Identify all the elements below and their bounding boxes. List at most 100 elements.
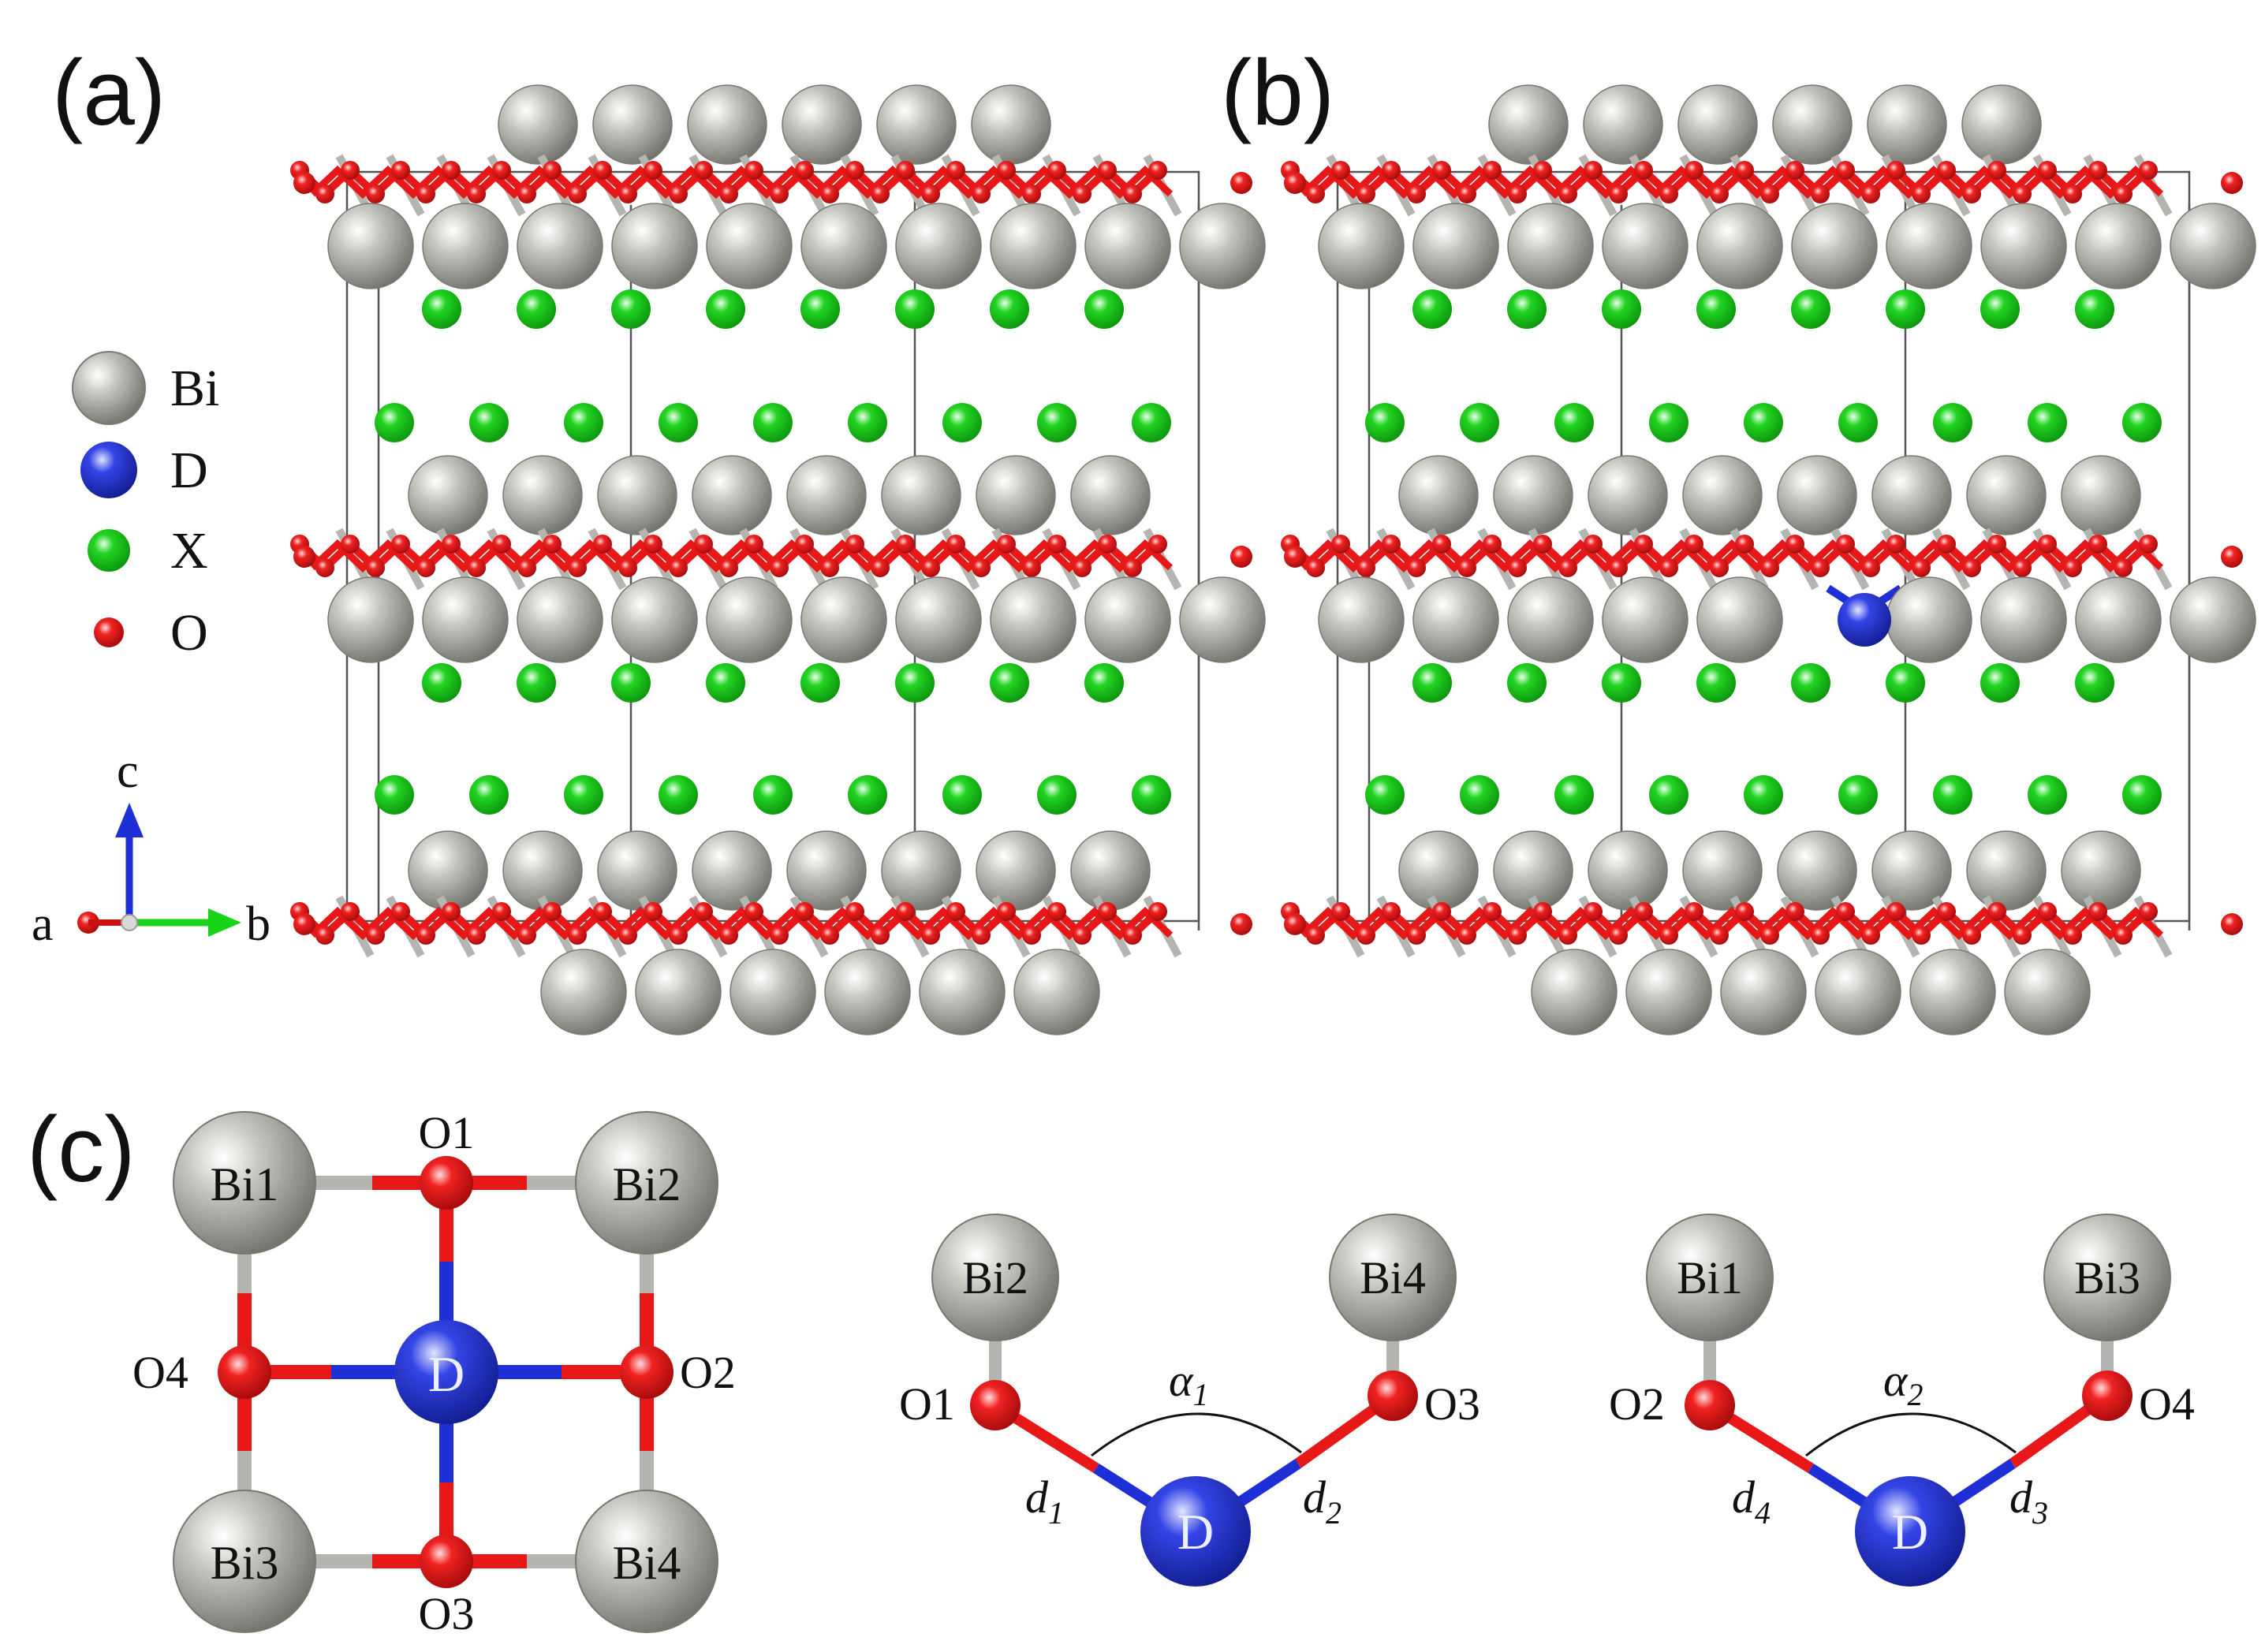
crystal-structure-b <box>1281 84 2256 1035</box>
bi-atom <box>1682 455 1763 535</box>
x-atom <box>422 289 461 329</box>
x-atom <box>1037 403 1077 442</box>
bi-atom <box>1412 576 1499 663</box>
x-atom <box>1933 775 1972 815</box>
o-atom <box>1123 926 1142 945</box>
o-atom <box>341 902 360 921</box>
o-atom <box>1508 926 1527 945</box>
o-atom <box>972 185 991 203</box>
crystal-structure-a <box>290 84 1266 1035</box>
o-atom <box>1230 546 1252 568</box>
chain1-angle-label: α1 <box>1169 1355 1208 1412</box>
o-atom <box>744 535 763 554</box>
o-atom <box>568 926 587 945</box>
o-atom <box>1962 926 1981 945</box>
bi-atom <box>1966 455 2047 535</box>
o-atom <box>2063 926 2082 945</box>
bi-atom <box>1867 84 1947 165</box>
o-atom <box>946 902 965 921</box>
o-atom <box>2088 902 2107 921</box>
bi-atom <box>2075 576 2162 663</box>
x-atom <box>2028 775 2067 815</box>
bi-atom <box>1398 830 1479 911</box>
bi-atom <box>2075 203 2162 289</box>
x-atom <box>659 775 698 815</box>
x-atom <box>375 775 414 815</box>
x-atom <box>1980 289 2020 329</box>
o-atom <box>694 535 713 554</box>
o-atom <box>1073 185 1091 203</box>
bi-atom <box>1507 576 1594 663</box>
o-atom <box>1533 902 1552 921</box>
x-layer <box>422 663 1124 703</box>
bi-atom <box>2061 830 2141 911</box>
bi-atom <box>422 203 509 289</box>
chain2-bi-right <box>2043 1214 2171 1341</box>
bi-atom <box>1602 203 1688 289</box>
o-atom <box>1407 926 1426 945</box>
label-bi1: Bi1 <box>211 1158 279 1210</box>
x-atom <box>753 403 793 442</box>
o-atom <box>1284 172 1306 194</box>
o-atom <box>1148 535 1167 554</box>
label-o4: O4 <box>132 1347 188 1398</box>
x-atom <box>800 663 840 703</box>
bi-atom <box>2004 949 2091 1035</box>
o-atom <box>997 161 1016 180</box>
atom-o4 <box>218 1345 271 1399</box>
o-atom <box>2139 161 2158 180</box>
x-atom <box>1886 663 1925 703</box>
x-atom <box>469 775 509 815</box>
chain1-bi-left <box>931 1214 1059 1341</box>
o-atom <box>1284 913 1306 935</box>
chain2-o-left <box>1685 1380 1735 1430</box>
o-atom <box>1861 926 1880 945</box>
x-atom <box>1980 663 2020 703</box>
x-atom <box>564 775 603 815</box>
o-atom <box>1432 161 1451 180</box>
x-atom <box>1365 775 1405 815</box>
o-atom <box>1886 161 1905 180</box>
bi-atom <box>1583 84 1663 165</box>
o-atom <box>618 185 637 203</box>
o-atom <box>618 558 637 577</box>
o-atom <box>293 546 315 568</box>
bi-atom <box>730 949 816 1035</box>
x-atom <box>1933 403 1972 442</box>
o-atom <box>795 161 814 180</box>
legend: Bi D X O <box>72 351 219 662</box>
bi-atom <box>1677 84 1758 165</box>
chain1-o-left <box>970 1380 1021 1430</box>
o-atom <box>1382 161 1401 180</box>
chain1-d-label: D <box>1177 1504 1214 1560</box>
bi-atom <box>327 203 414 289</box>
bi-atom <box>1886 576 1972 663</box>
o-atom <box>1284 546 1306 568</box>
bi-atom <box>502 455 583 535</box>
o-atom <box>694 161 713 180</box>
o-atom <box>315 926 334 945</box>
bi-atom <box>971 84 1051 165</box>
x-layer <box>1412 663 2114 703</box>
o-atom <box>2114 558 2133 577</box>
o-atom <box>1407 185 1426 203</box>
bi-o-layer <box>1281 84 2256 289</box>
bi-atom <box>687 84 767 165</box>
bi-atom <box>1588 830 1668 911</box>
o-atom <box>315 185 334 203</box>
bi-atom <box>2170 203 2256 289</box>
bi-atom <box>2170 576 2256 663</box>
o-atom <box>1912 558 1931 577</box>
bi-atom <box>422 576 509 663</box>
bi-atom <box>1886 203 1972 289</box>
o-atom <box>1098 902 1117 921</box>
bi-atom <box>1966 830 2047 911</box>
bi-atom <box>692 830 772 911</box>
panel-label-c: (c) <box>27 1098 136 1202</box>
bi-atom <box>1696 576 1783 663</box>
o-atom <box>1735 902 1754 921</box>
x-atom <box>469 403 509 442</box>
o-atom <box>669 926 688 945</box>
bi-atom <box>1682 830 1763 911</box>
